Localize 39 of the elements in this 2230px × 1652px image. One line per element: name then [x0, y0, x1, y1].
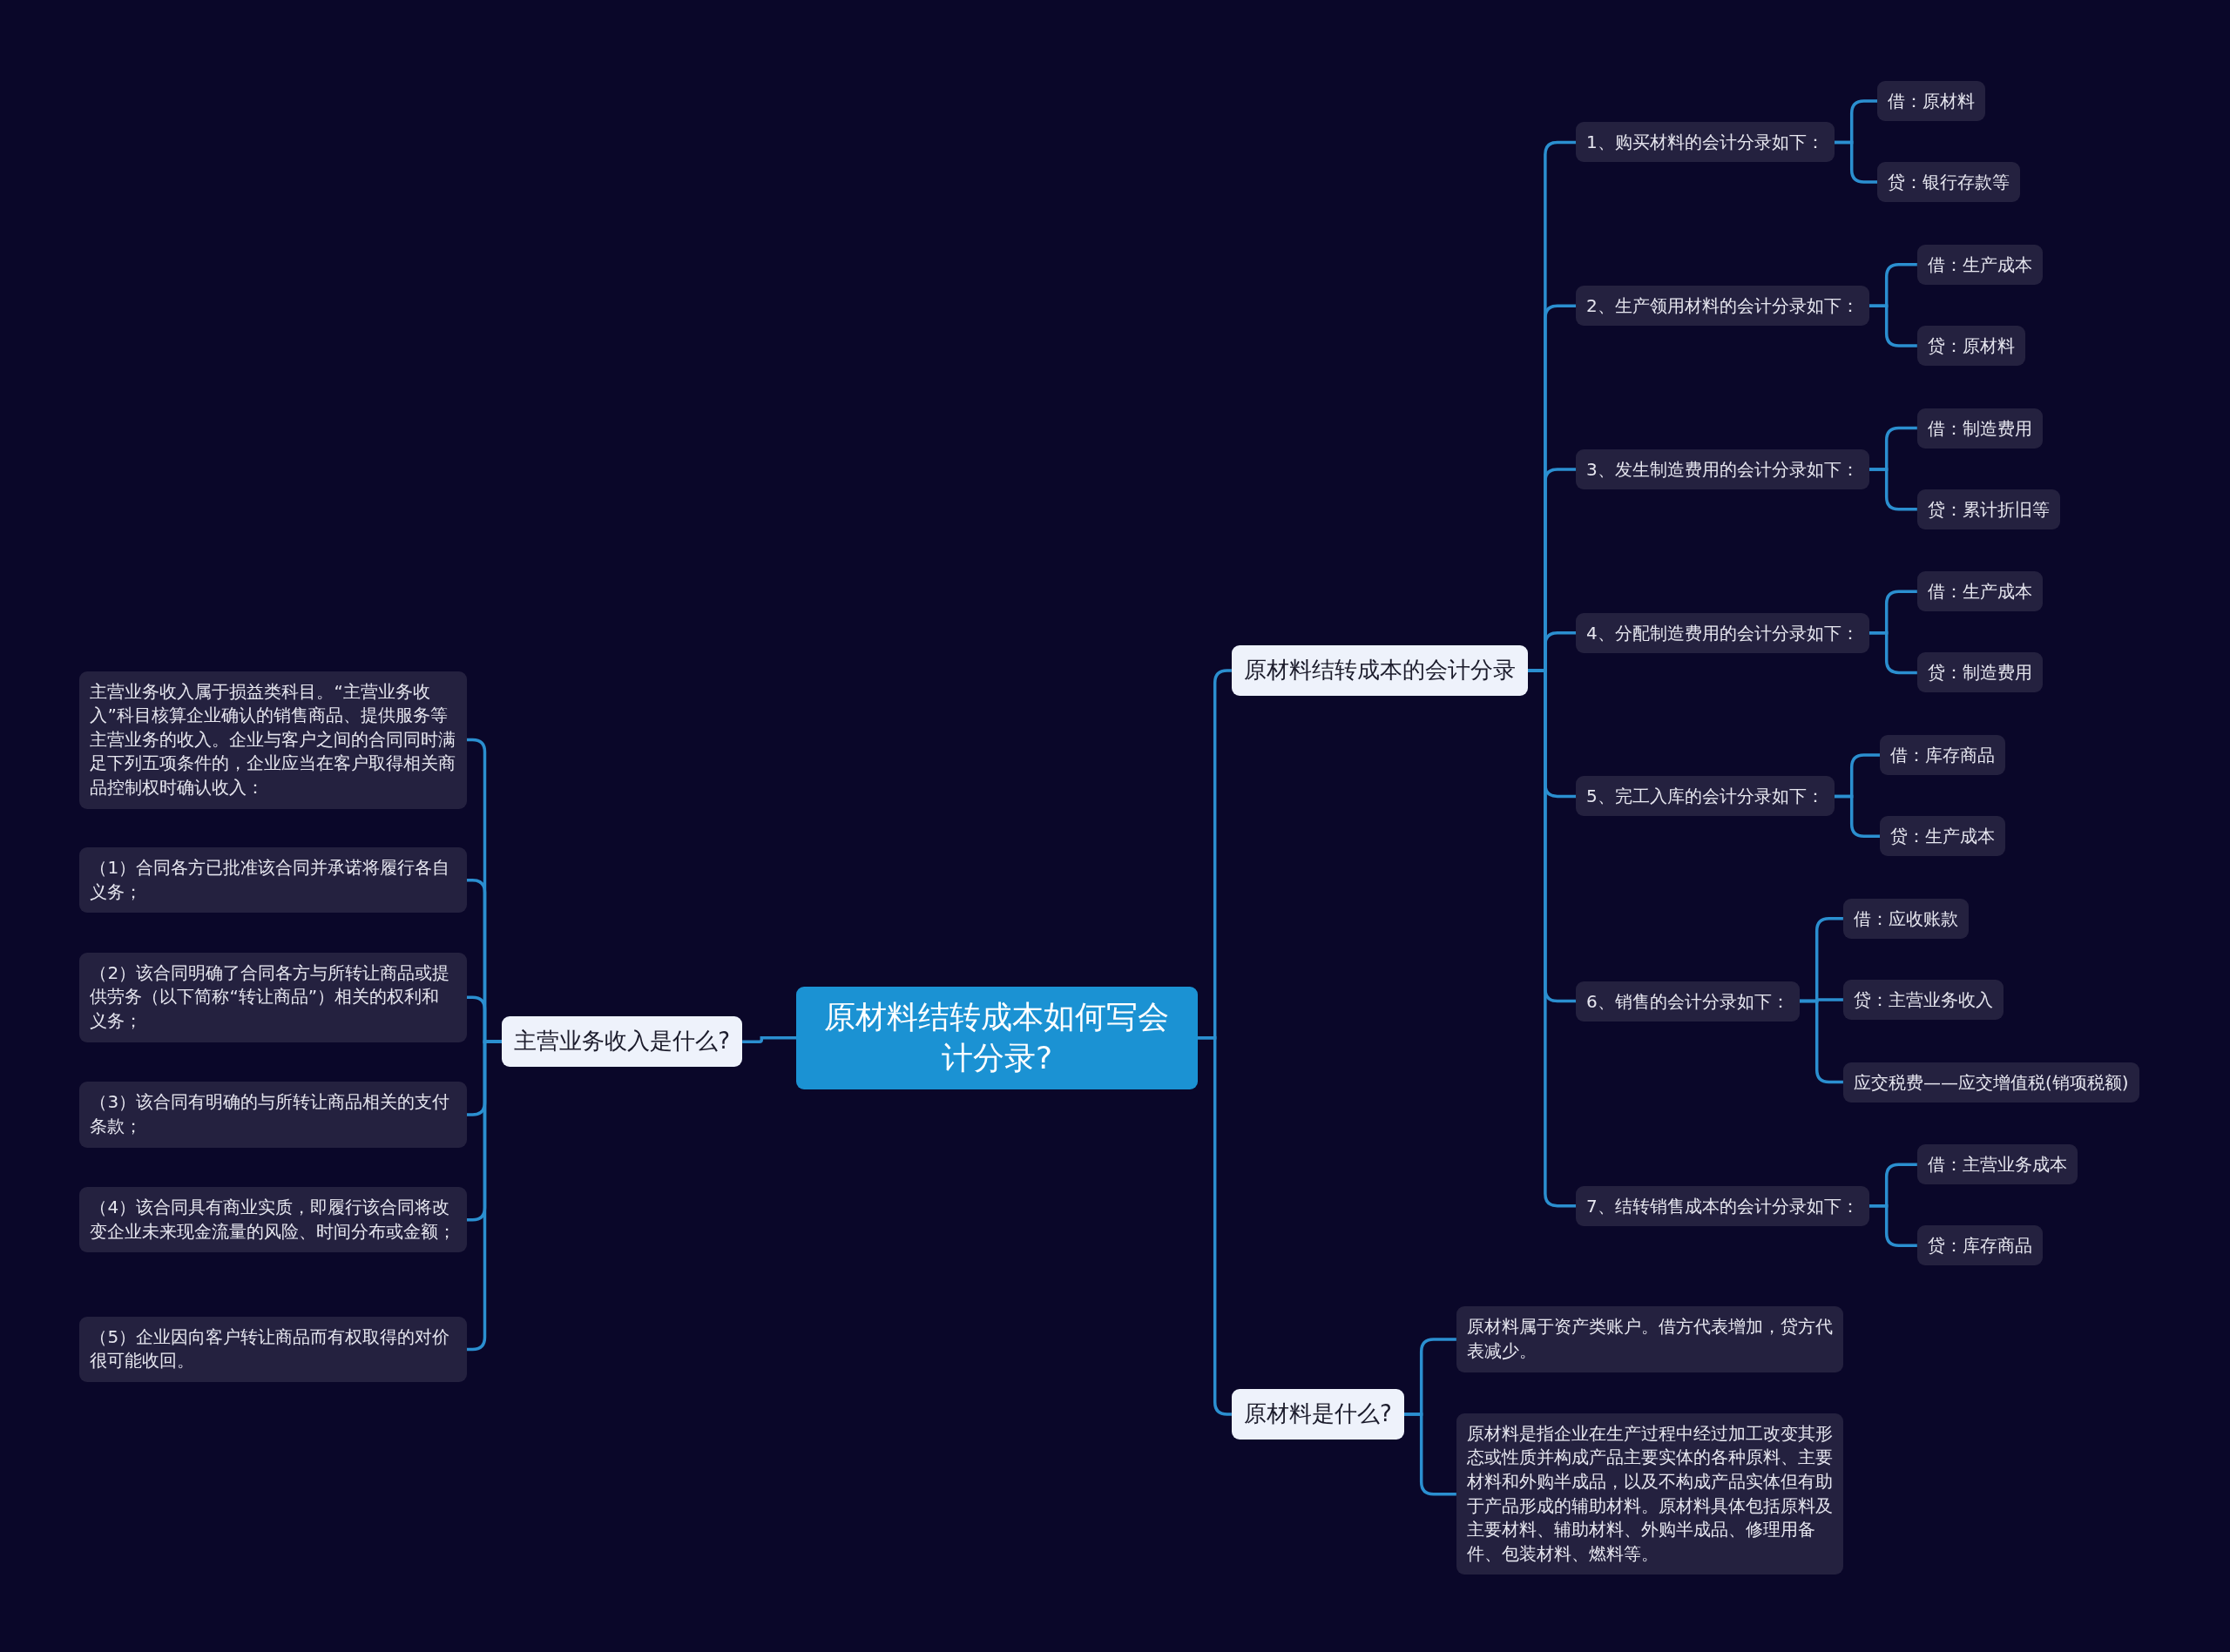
entry-box: 2、生产领用材料的会计分录如下：: [1575, 286, 1869, 327]
note-box: （2）该合同明确了合同各方与所转让商品或提供劳务（以下简称“转让商品”）相关的权利和义务；: [79, 952, 467, 1042]
central-topic-box: 原材料结转成本如何写会计分录?: [796, 987, 1198, 1089]
topic-box: 主营业务收入是什么?: [502, 1016, 743, 1068]
entry-box: 1、购买材料的会计分录如下：: [1575, 122, 1835, 163]
entry-box: 4、分配制造费用的会计分录如下：: [1575, 612, 1869, 653]
entry-box: 贷：生产成本: [1880, 816, 2006, 857]
note-box: 原材料是指企业在生产过程中经过加工改变其形态或性质并构成产品主要实体的各种原料、主要材料和外购半成品，以及不构成产品实体但有助于产品形成的辅助材料。原材料具体包括原料及主要材料、辅助材料、外购半成品、修理用备件、包装材料、燃料等。: [1456, 1413, 1843, 1575]
entry-box: 借：主营业务成本: [1916, 1144, 2078, 1185]
entry-box: 借：原材料: [1877, 81, 1986, 122]
note-box: （5）企业因向客户转让商品而有权取得的对价很可能收回。: [79, 1316, 467, 1382]
entry-box: 借：库存商品: [1880, 735, 2006, 776]
connector-line: [1834, 140, 1878, 184]
connector-line: [1197, 1036, 1232, 1416]
entry-box: 应交税费——应交增值税(销项税额): [1842, 1062, 2139, 1102]
connector-line: [1403, 1413, 1456, 1496]
entry-box: 借：生产成本: [1916, 244, 2043, 285]
entry-box: 贷：库存商品: [1916, 1225, 2043, 1266]
entry-box: 贷：主营业务收入: [1842, 979, 2004, 1020]
entry-box: 7、结转销售成本的会计分录如下：: [1575, 1185, 1869, 1226]
topic-box: 原材料是什么?: [1231, 1389, 1404, 1440]
entry-box: 贷：原材料: [1916, 325, 2025, 366]
topic-box: 原材料结转成本的会计分录: [1231, 645, 1528, 696]
entry-box: 6、销售的会计分录如下：: [1575, 981, 1800, 1022]
entry-box: 5、完工入库的会计分录如下：: [1575, 776, 1835, 817]
note-box: （1）合同各方已批准该合同并承诺将履行各自义务；: [79, 847, 467, 914]
entry-box: 贷：制造费用: [1916, 652, 2043, 693]
entry-box: 贷：累计折旧等: [1916, 489, 2060, 529]
entry-box: 借：生产成本: [1916, 571, 2043, 612]
note-box: 主营业务收入属于损益类科目。“主营业务收入”科目核算企业确认的销售商品、提供服务等主营业务的收入。企业与客户之间的合同同时满足下列五项条件的，企业应当在客户取得相关商品控制权时确认收入：: [79, 671, 467, 809]
note-box: （3）该合同有明确的与所转让商品相关的支付条款；: [79, 1082, 467, 1148]
entry-box: 借：应收账款: [1842, 898, 1969, 939]
connector-line: [742, 1036, 797, 1043]
entry-box: 3、发生制造费用的会计分录如下：: [1575, 448, 1869, 489]
entry-box: 贷：银行存款等: [1877, 162, 2021, 203]
connector-line: [466, 1040, 503, 1352]
note-box: （4）该合同具有商业实质，即履行该合同将改变企业未来现金流量的风险、时间分布或金额；: [79, 1187, 467, 1253]
entry-box: 借：制造费用: [1916, 408, 2043, 448]
note-box: 原材料属于资产类账户。借方代表增加，贷方代表减少。: [1456, 1306, 1843, 1372]
